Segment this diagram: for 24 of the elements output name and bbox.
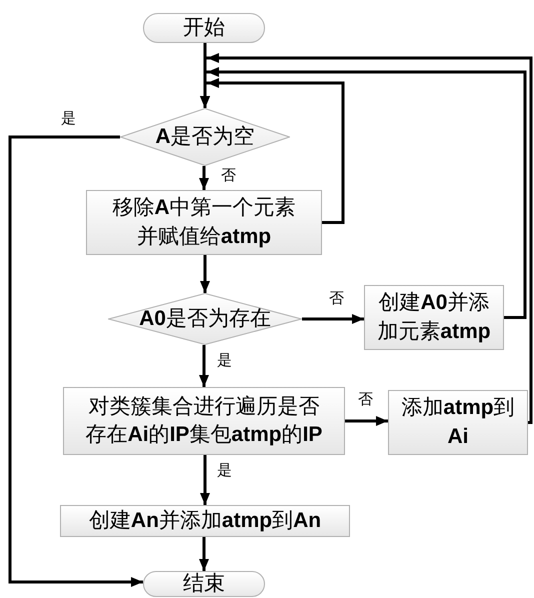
edge-label: 否 (328, 290, 345, 308)
arrow (302, 314, 364, 324)
edge-label: 是 (216, 462, 233, 480)
arrow (200, 53, 532, 424)
edge-label: 否 (357, 391, 374, 409)
arrow (200, 255, 210, 293)
process-box: 创建A0并添加元素atmp (364, 285, 504, 350)
process-box: 移除A中第一个元素并赋值给atmp (86, 190, 322, 255)
process-box: 添加atmp到Ai (388, 390, 528, 455)
arrow (345, 416, 388, 426)
edge-label: 是 (60, 110, 77, 128)
process-box: 对类簇集合进行遍历是否存在Ai的IP集包atmp的IP (63, 387, 345, 455)
arrow (8, 136, 143, 587)
edge-label: 否 (220, 167, 237, 185)
arrow (199, 345, 209, 387)
arrow (200, 455, 210, 505)
process-box: 创建An并添加atmp到An (60, 505, 350, 537)
arrow (199, 537, 209, 571)
edge-label: 是 (216, 352, 233, 370)
terminal-box: 结束 (143, 571, 265, 597)
decision-diamond: A是否为空 (120, 108, 290, 166)
decision-diamond: A0是否为存在 (108, 293, 302, 345)
terminal-box: 开始 (143, 13, 265, 43)
arrow (199, 166, 209, 190)
